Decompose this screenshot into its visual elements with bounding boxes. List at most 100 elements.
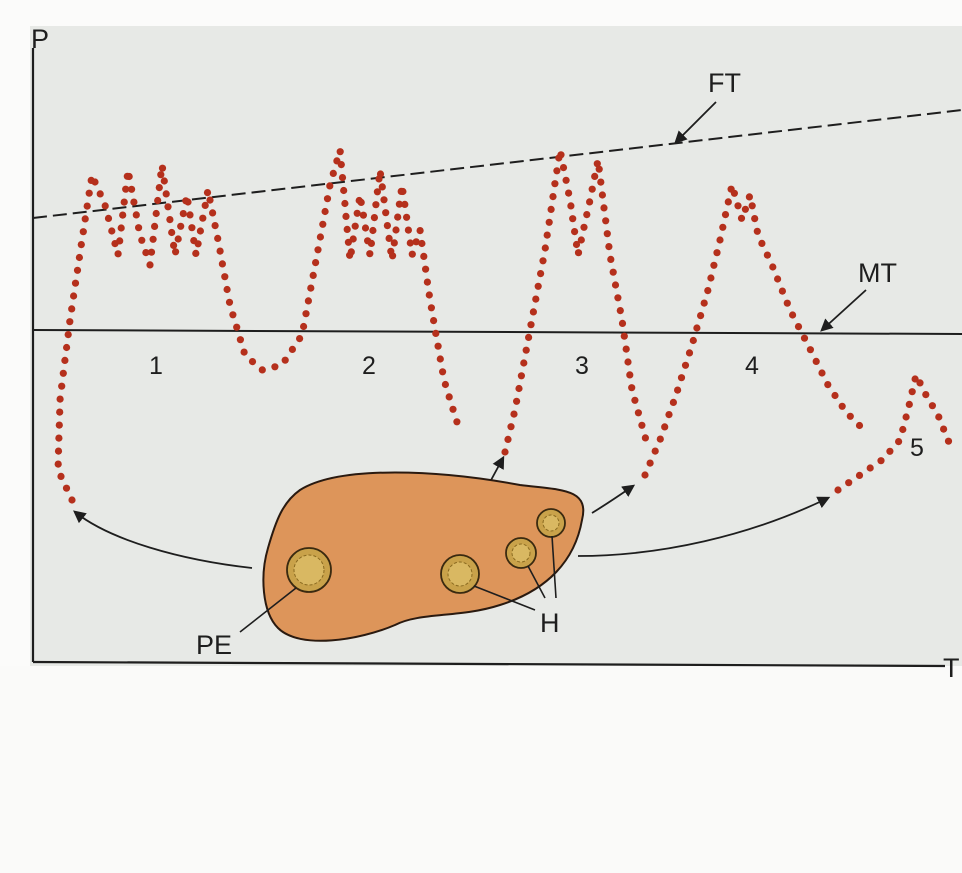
curve-dot xyxy=(801,335,808,342)
curve-dot xyxy=(417,227,424,234)
curve-dot xyxy=(175,235,182,242)
mt-label: MT xyxy=(858,258,897,288)
curve-dot xyxy=(899,426,906,433)
curve-dot xyxy=(84,203,91,210)
curve-dot xyxy=(527,321,534,328)
curve-dot xyxy=(716,236,723,243)
curve-dot xyxy=(916,379,923,386)
curve-dot xyxy=(525,334,532,341)
curve-dot xyxy=(282,357,289,364)
curve-dot xyxy=(578,236,585,243)
curve-dot xyxy=(602,217,609,224)
curve-dot xyxy=(532,296,539,303)
curve-dot xyxy=(192,250,199,257)
curve-dot xyxy=(824,381,831,388)
curve-dot xyxy=(839,403,846,410)
curve-dot xyxy=(337,148,344,155)
curve-dot xyxy=(935,413,942,420)
curve-dot xyxy=(153,210,160,217)
curve-dot xyxy=(352,223,359,230)
episode-2-label: 2 xyxy=(362,352,376,380)
curve-dot xyxy=(418,240,425,247)
curve-dot xyxy=(317,233,324,240)
curve-dot xyxy=(305,297,312,304)
curve-dot xyxy=(856,422,863,429)
curve-dot xyxy=(259,366,266,373)
curve-dot xyxy=(322,208,329,215)
curve-dot xyxy=(537,270,544,277)
curve-dot xyxy=(430,317,437,324)
curve-dot xyxy=(674,387,681,394)
curve-dot xyxy=(116,237,123,244)
curve-dot xyxy=(66,318,73,325)
curve-dot xyxy=(553,167,560,174)
curve-dot xyxy=(945,438,952,445)
ft-label: FT xyxy=(708,68,741,98)
curve-dot xyxy=(652,448,659,455)
curve-dot xyxy=(734,202,741,209)
curve-dot xyxy=(392,226,399,233)
curve-dot xyxy=(133,211,140,218)
curve-dot xyxy=(369,227,376,234)
curve-dot xyxy=(682,362,689,369)
curve-dot xyxy=(774,275,781,282)
curve-dot xyxy=(289,346,296,353)
curve-dot xyxy=(80,228,87,235)
episode-4-label: 4 xyxy=(745,352,759,380)
curve-dot xyxy=(197,227,204,234)
curve-dot xyxy=(575,249,582,256)
curve-dot xyxy=(599,191,606,198)
curve-dot xyxy=(831,392,838,399)
curve-dot xyxy=(342,213,349,220)
curve-dot xyxy=(426,291,433,298)
y-axis-label: P xyxy=(31,24,49,54)
curve-dot xyxy=(224,286,231,293)
curve-dot xyxy=(623,346,630,353)
curve-dot xyxy=(563,177,570,184)
curve-dot xyxy=(542,244,549,251)
curve-dot xyxy=(63,344,70,351)
curve-dot xyxy=(146,261,153,268)
curve-dot xyxy=(161,177,168,184)
curve-dot xyxy=(697,312,704,319)
curve-dot xyxy=(372,201,379,208)
curve-dot xyxy=(621,333,628,340)
curve-dot xyxy=(784,300,791,307)
curve-dot xyxy=(513,398,520,405)
curve-dot xyxy=(221,273,228,280)
curve-dot xyxy=(719,224,726,231)
curve-dot xyxy=(818,369,825,376)
curve-dot xyxy=(229,311,236,318)
curve-dot xyxy=(154,197,161,204)
curve-dot xyxy=(60,370,67,377)
curve-dot xyxy=(510,411,517,418)
curve-dot xyxy=(751,215,758,222)
curve-dot xyxy=(610,269,617,276)
curve-dot xyxy=(366,250,373,257)
curve-dot xyxy=(604,230,611,237)
curve-dot xyxy=(310,272,317,279)
curve-dot xyxy=(845,479,852,486)
curve-dot xyxy=(78,241,85,248)
curve-dot xyxy=(241,349,248,356)
curve-dot xyxy=(76,254,83,261)
curve-dot xyxy=(163,190,170,197)
curve-dot xyxy=(614,294,621,301)
curve-dot xyxy=(271,363,278,370)
curve-dot xyxy=(170,242,177,249)
curve-dot xyxy=(707,274,714,281)
curve-dot xyxy=(156,184,163,191)
curve-dot xyxy=(742,206,749,213)
curve-dot xyxy=(571,228,578,235)
curve-dot xyxy=(118,224,125,231)
curve-dot xyxy=(769,263,776,270)
curve-dot xyxy=(641,471,648,478)
curve-dot xyxy=(678,374,685,381)
curve-dot xyxy=(354,210,361,217)
curve-dot xyxy=(150,236,157,243)
curve-dot xyxy=(544,232,551,239)
curve-dot xyxy=(758,240,765,247)
curve-dot xyxy=(567,202,574,209)
curve-dot xyxy=(710,262,717,269)
curve-dot xyxy=(314,246,321,253)
